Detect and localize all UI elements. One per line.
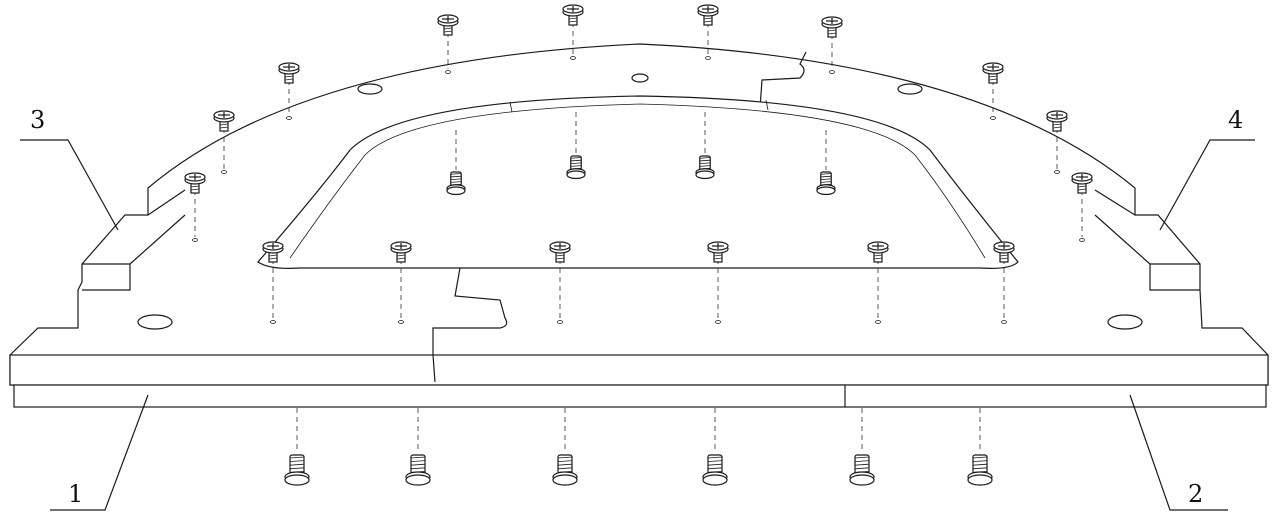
phillips-screw-icon [993,241,1015,324]
phillips-screw-icon [213,110,235,174]
phillips-screw-icon [982,62,1004,120]
threaded-insert-icon [695,112,715,180]
phillips-screw-icon [549,241,571,324]
threaded-insert-icon [446,130,466,196]
phillips-screw-icon [821,16,843,74]
phillips-screw-icon [262,241,284,324]
callout-1: 1 [68,480,83,508]
phillips-screw-icon [278,62,300,120]
phillips-screw-icon [562,4,584,60]
phillips-screw-icon [390,241,412,324]
callout-2: 2 [1188,480,1203,508]
threaded-insert-icon [284,408,310,486]
threaded-insert-icon [816,130,836,196]
phillips-screw-icon [437,14,459,74]
callout-3: 3 [30,106,45,134]
callout-4: 4 [1228,106,1243,134]
phillips-screw-icon [184,172,206,242]
threaded-insert-icon [405,408,431,486]
callout-labels: 3 4 1 2 [30,106,1243,508]
phillips-screw-icon [867,241,889,324]
threaded-insert-icon [566,112,586,180]
threaded-insert-icon [967,408,993,486]
phillips-screw-icon [697,4,719,60]
callout-leaders [20,139,1255,511]
phillips-screw-icon [1071,172,1093,242]
phillips-screw-icon [1046,110,1068,174]
base-plate [9,43,1269,408]
threaded-insert-icon [849,408,875,486]
threaded-insert-icon [702,408,728,486]
threaded-insert-icon [552,408,578,486]
phillips-screw-icon [707,241,729,324]
